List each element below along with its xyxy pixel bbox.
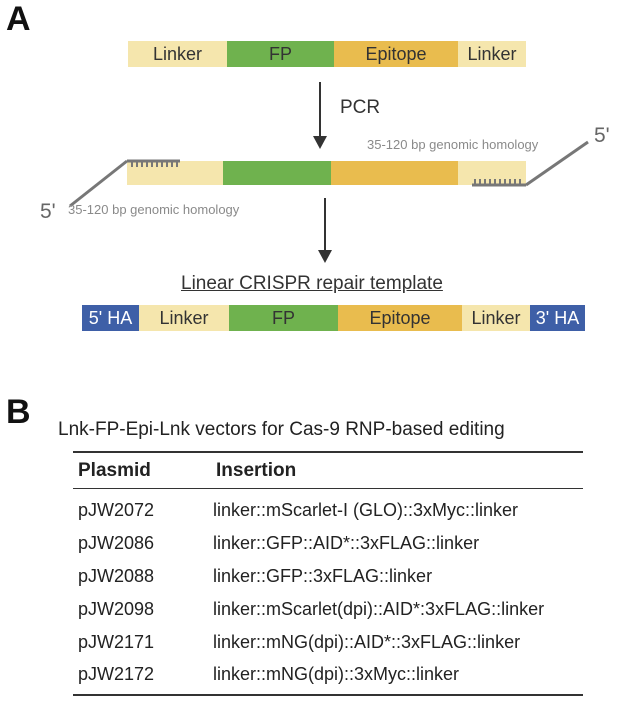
homology-label-left: 35-120 bp genomic homology (68, 202, 240, 217)
product-epitope (331, 161, 458, 185)
template-linker-2: Linker (462, 305, 530, 331)
cell-insertion: linker::GFP::3xFLAG::linker (213, 566, 433, 586)
segment-5-ha: 5' HA (82, 305, 139, 331)
homology-label-right: 35-120 bp genomic homology (367, 137, 539, 152)
segment-3-ha: 3' HA (530, 305, 585, 331)
segment-linker-1: Linker (128, 41, 227, 67)
table-header-rule (73, 488, 583, 489)
right-primer-ticks (474, 179, 521, 185)
panel-label-b: B (6, 393, 31, 431)
homology-arms (69, 140, 589, 208)
table-top-rule (73, 451, 583, 453)
cell-insertion: linker::mNG(dpi)::AID*::3xFLAG::linker (213, 632, 521, 652)
segment-linker-2: Linker (458, 41, 526, 67)
cell-insertion: linker::mScarlet-I (GLO)::3xMyc::linker (213, 500, 519, 520)
product-fp (223, 161, 331, 185)
header-insertion: Insertion (216, 460, 297, 481)
right-homology-line (525, 140, 589, 187)
pcr-label: PCR (340, 97, 381, 118)
five-prime-left: 5' (40, 200, 56, 223)
template-linker-1: Linker (139, 305, 229, 331)
header-plasmid: Plasmid (78, 460, 151, 481)
five-prime-right: 5' (594, 124, 610, 147)
cell-plasmid: pJW2098 (78, 599, 155, 619)
panel-label-a: A (6, 0, 31, 38)
cell-insertion: linker::mScarlet(dpi)::AID*:3xFLAG::link… (213, 599, 545, 619)
cell-insertion: linker::GFP::AID*::3xFLAG::linker (213, 533, 480, 553)
template-fp: FP (229, 305, 338, 331)
cell-insertion: linker::mNG(dpi)::3xMyc::linker (213, 664, 460, 684)
cell-plasmid: pJW2088 (78, 566, 155, 586)
cell-plasmid: pJW2086 (78, 533, 155, 553)
cell-plasmid: pJW2171 (78, 632, 155, 652)
cell-plasmid: pJW2172 (78, 664, 155, 684)
left-homology-line (69, 159, 128, 208)
template-epitope: Epitope (338, 305, 462, 331)
pcr-arrow (313, 82, 327, 149)
segment-epitope: Epitope (334, 41, 458, 67)
segment-fp: FP (227, 41, 334, 67)
cell-plasmid: pJW2072 (78, 500, 155, 520)
template-arrow (318, 198, 332, 263)
table-caption: Lnk-FP-Epi-Lnk vectors for Cas-9 RNP-bas… (58, 419, 505, 440)
template-title: Linear CRISPR repair template (181, 273, 443, 294)
left-primer-ticks (131, 161, 178, 167)
table-bottom-rule (73, 694, 583, 696)
